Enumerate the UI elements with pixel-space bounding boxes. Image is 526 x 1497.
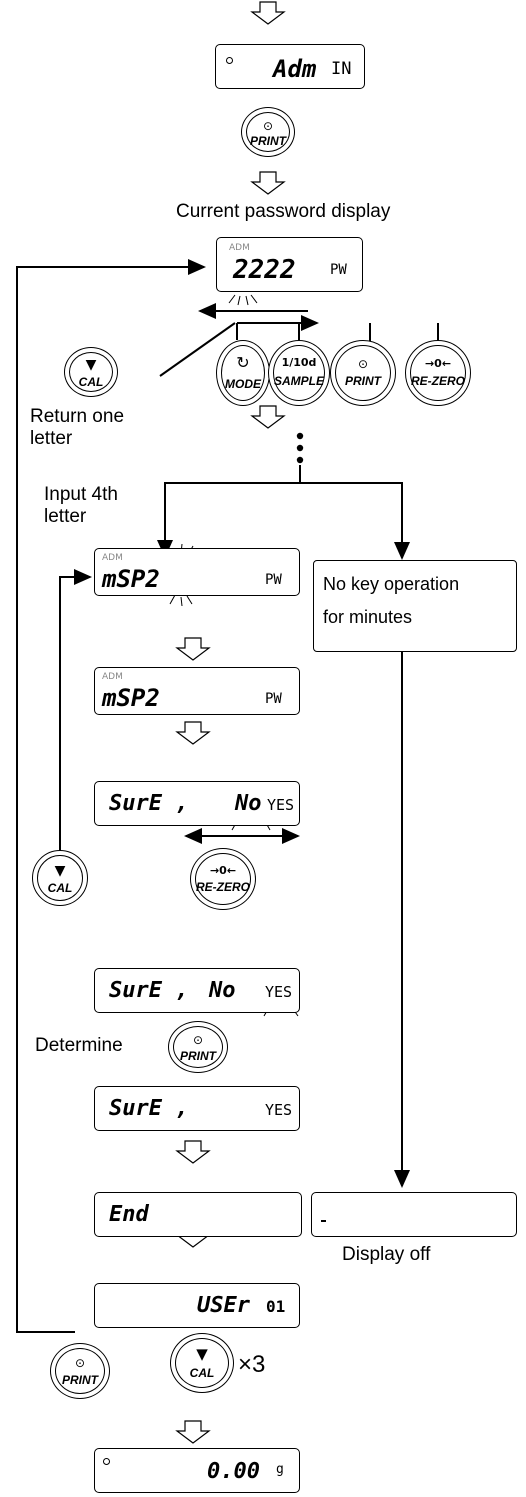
print-icon: ⊙ bbox=[192, 1033, 204, 1047]
lcd-main-text: End bbox=[109, 1202, 149, 1227]
lcd-unit: PW bbox=[265, 691, 282, 707]
lcd-right-text: IN bbox=[331, 59, 352, 79]
rezero-key-label: RE-ZERO bbox=[196, 880, 250, 894]
lcd-user: USEr 01 bbox=[94, 1283, 300, 1328]
down-arrow-2 bbox=[250, 171, 286, 195]
down-triangle-icon: ▼ bbox=[85, 357, 97, 373]
lcd-no-option: No bbox=[209, 978, 236, 1003]
mode-key-label: MODE bbox=[225, 377, 261, 391]
blink-rays-msp2-bottom bbox=[169, 594, 193, 607]
timeout-line2: for minutes bbox=[323, 607, 413, 627]
print-icon: ⊙ bbox=[357, 357, 369, 371]
lcd-main-text: SurE , bbox=[109, 978, 189, 1003]
lcd-main-text: SurE , bbox=[109, 1096, 189, 1121]
print-key-determine[interactable]: ⊙ PRINT bbox=[168, 1021, 228, 1073]
lcd-main-text: Adm bbox=[273, 55, 317, 83]
timeout-note-box: No key operation for minutes bbox=[313, 560, 517, 652]
lcd-password: ADM 2222 PW bbox=[216, 237, 363, 292]
rezero-icon: →0← bbox=[209, 864, 237, 877]
cal-loop-line bbox=[59, 569, 92, 855]
down-arrow-1 bbox=[250, 1, 286, 25]
lcd-adm-indicator: ADM bbox=[229, 243, 250, 253]
timeout-line1: No key operation bbox=[323, 574, 460, 594]
print-key-label: PRINT bbox=[345, 374, 381, 388]
lcd-sure-yes: SurE , YES bbox=[94, 1086, 300, 1131]
cal-key-label: CAL bbox=[47, 881, 73, 895]
rezero-key-row[interactable]: →0← RE-ZERO bbox=[405, 340, 471, 406]
cal-key-bottom[interactable]: ▼ CAL bbox=[170, 1333, 234, 1393]
lcd-main-text: mSP2 bbox=[102, 565, 160, 593]
lcd-weight: 0.00 g bbox=[94, 1448, 300, 1493]
down-arrow-3 bbox=[250, 405, 286, 429]
down-triangle-icon: ▼ bbox=[196, 1345, 208, 1363]
print-key-bottom[interactable]: ⊙ PRINT bbox=[50, 1343, 110, 1399]
lcd-yes-option: YES bbox=[265, 1101, 293, 1119]
loop-back-line bbox=[16, 259, 206, 1333]
print-key-label: PRINT bbox=[250, 134, 286, 148]
lcd-unit: g bbox=[276, 1462, 284, 1477]
sample-key-label: SAMPLE bbox=[273, 374, 324, 388]
mode-key[interactable]: ↻ MODE bbox=[216, 340, 270, 406]
rezero-key-label: RE-ZERO bbox=[411, 374, 465, 388]
lcd-yes-option: YES bbox=[267, 796, 295, 814]
blink-rays-2222 bbox=[228, 294, 258, 306]
lcd-adm-indicator: ADM bbox=[102, 553, 123, 563]
label-determine: Determine bbox=[35, 1035, 123, 1056]
lcd-unit: PW bbox=[330, 262, 347, 278]
down-arrow-9 bbox=[175, 1420, 211, 1444]
lcd-main-text: SurE , bbox=[109, 791, 189, 816]
lcd-unit: PW bbox=[265, 572, 282, 588]
lcd-admin-in: Adm IN bbox=[215, 44, 365, 89]
print-key-label: PRINT bbox=[180, 1049, 216, 1063]
print-key-label: PRINT bbox=[62, 1373, 98, 1387]
lcd-sure-no: SurE , No YES bbox=[94, 781, 300, 826]
label-input-4th: Input 4th letter bbox=[44, 484, 118, 527]
rezero-key-toggle[interactable]: →0← RE-ZERO bbox=[190, 848, 256, 910]
lcd-adm-indicator: ADM bbox=[102, 672, 123, 682]
print-icon: ⊙ bbox=[262, 119, 274, 133]
label-display-off: Display off bbox=[342, 1244, 431, 1265]
lcd-new-password: ADM mSP2 PW bbox=[94, 667, 300, 715]
cal-key-back[interactable]: ▼ CAL bbox=[32, 850, 88, 906]
lcd-no-option: No bbox=[235, 791, 262, 816]
lcd-user-number: 01 bbox=[266, 1297, 286, 1316]
lcd-new-password-blink: ADM mSP2 PW bbox=[94, 548, 300, 596]
label-times-3: ×3 bbox=[238, 1351, 266, 1378]
refresh-icon: ↻ bbox=[236, 353, 250, 372]
lcd-main-text: mSP2 bbox=[102, 684, 160, 712]
lcd-main-text: 0.00 bbox=[207, 1459, 260, 1484]
down-arrow-5 bbox=[175, 721, 211, 745]
down-arrow-7 bbox=[175, 1140, 211, 1164]
stable-dot-icon bbox=[226, 57, 233, 64]
down-triangle-icon: ▼ bbox=[54, 863, 66, 879]
rezero-icon: →0← bbox=[424, 357, 452, 370]
lcd-display-off bbox=[311, 1192, 517, 1237]
label-return-one: Return one letter bbox=[30, 406, 125, 449]
print-key[interactable]: ⊙ PRINT bbox=[241, 107, 295, 157]
lcd-yes-option: YES bbox=[265, 983, 293, 1001]
cal-key-return[interactable]: ▼ CAL bbox=[64, 347, 118, 397]
cal-key-label: CAL bbox=[189, 1366, 215, 1380]
stable-dot-icon bbox=[103, 1458, 110, 1465]
cal-key-label: CAL bbox=[78, 375, 104, 389]
print-icon: ⊙ bbox=[74, 1356, 86, 1370]
sample-key-symbol: 1/10d bbox=[281, 356, 317, 369]
sample-key[interactable]: 1/10d SAMPLE bbox=[268, 340, 330, 406]
lcd-end: End bbox=[94, 1192, 302, 1237]
lcd-sure-yes-blink: SurE , No YES bbox=[94, 968, 300, 1013]
print-key-row[interactable]: ⊙ PRINT bbox=[330, 340, 396, 406]
lcd-main-text: 2222 bbox=[233, 255, 296, 285]
label-current-password: Current password display bbox=[176, 201, 391, 222]
down-arrow-4 bbox=[175, 637, 211, 661]
lcd-main-text: USEr bbox=[197, 1293, 250, 1318]
off-indicator bbox=[321, 1220, 326, 1222]
